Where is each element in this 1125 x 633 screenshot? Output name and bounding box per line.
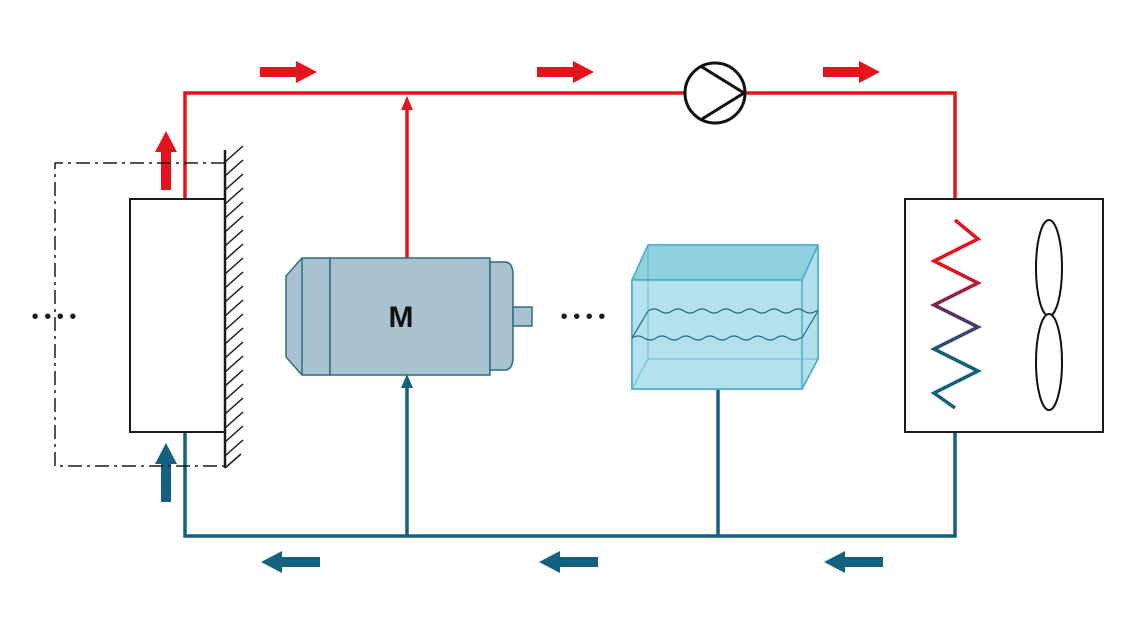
- left-continuation-dots: • • • •: [32, 306, 77, 328]
- heat-exchanger-coil-icon: [930, 218, 982, 410]
- middle-continuation-dots: • • • •: [561, 306, 606, 328]
- hot-supply-line: [183, 91, 957, 220]
- hot-flow-arrow-1: [260, 61, 317, 83]
- hot-flow-arrow-2: [537, 61, 594, 83]
- wall-mount: [223, 145, 244, 469]
- fan-icon: [1035, 219, 1063, 411]
- cold-flow-arrow-up: [155, 443, 177, 502]
- cold-return-line: [183, 389, 957, 538]
- motor-cold-branch: [401, 374, 413, 536]
- cold-flow-arrow-2: [539, 551, 598, 573]
- heat-source-block: [129, 198, 226, 433]
- radiator-housing: [904, 198, 1104, 433]
- hot-flow-arrow-up: [155, 131, 177, 190]
- motor-label: M: [389, 301, 414, 334]
- cold-flow-arrow-3: [824, 551, 883, 573]
- pump-icon: [683, 61, 747, 125]
- cold-flow-arrow-1: [261, 551, 320, 573]
- motor-icon: [285, 257, 533, 376]
- motor-hot-branch: [401, 96, 413, 258]
- machine-boundary: [54, 162, 225, 467]
- water-tank-icon: [630, 244, 820, 390]
- hot-flow-arrow-3: [823, 61, 880, 83]
